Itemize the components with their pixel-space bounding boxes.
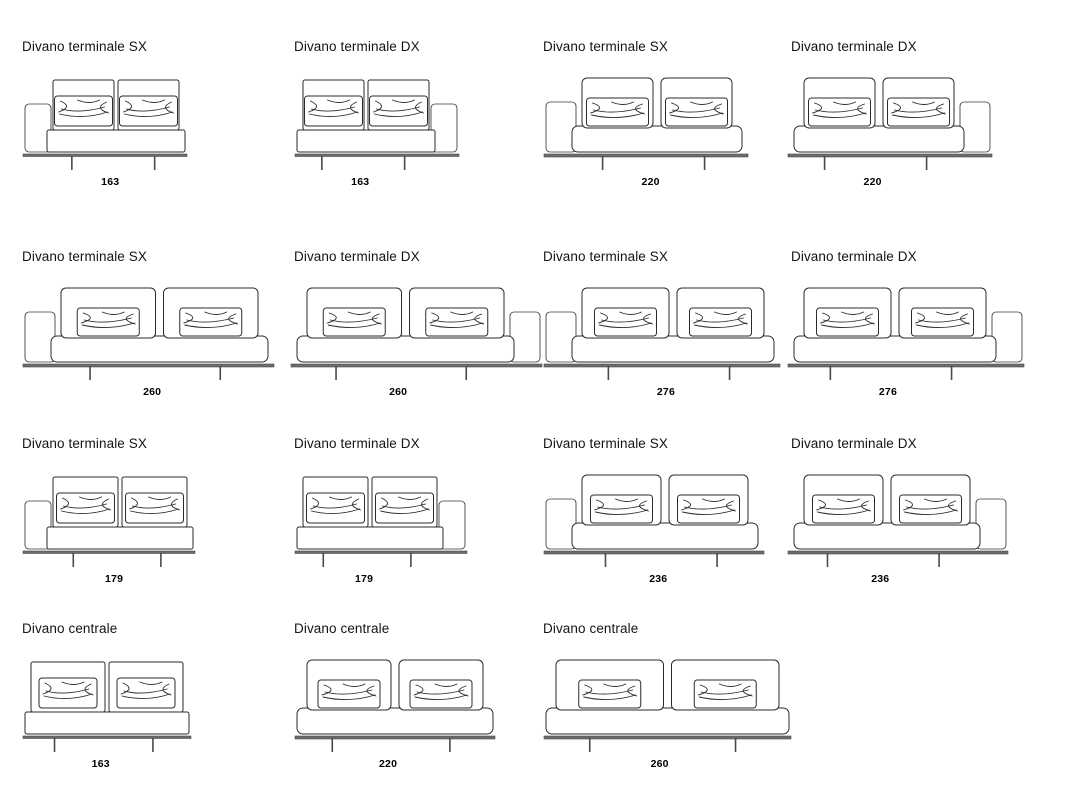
sofa-module-card: Divano terminale DX 236 — [787, 436, 1009, 585]
sofa-elevation-drawing — [294, 68, 460, 180]
sofa-module-card: Divano terminale SX 260 — [22, 249, 275, 398]
sofa-module-card: Divano terminale DX 260 — [290, 249, 543, 398]
dimension-label: 236 — [649, 573, 668, 585]
module-title: Divano centrale — [22, 621, 118, 636]
sofa-elevation-drawing — [543, 650, 792, 762]
module-title: Divano terminale SX — [22, 39, 147, 54]
dimension-label: 163 — [91, 758, 110, 770]
module-title: Divano terminale DX — [791, 249, 917, 264]
sofa-module-card: Divano terminale SX 276 — [543, 249, 781, 398]
sofa-module-card: Divano centrale 220 — [294, 621, 496, 770]
dimension-label: 163 — [101, 176, 120, 188]
sofa-module-card: Divano terminale SX 236 — [543, 436, 765, 585]
module-title: Divano centrale — [294, 621, 390, 636]
sofa-module-card: Divano terminale SX 220 — [543, 39, 749, 188]
dimension-label: 220 — [641, 176, 660, 188]
sofa-elevation-drawing — [543, 68, 749, 180]
sofa-elevation-drawing — [787, 278, 1025, 390]
dimension-label: 276 — [656, 386, 676, 398]
dimension-label: 220 — [863, 176, 882, 188]
module-title: Divano terminale DX — [294, 39, 420, 54]
sofa-module-card: Divano terminale DX 163 — [294, 39, 460, 188]
dimension-label: 179 — [105, 573, 124, 585]
dimension-label: 163 — [351, 176, 370, 188]
sofa-elevation-drawing — [787, 465, 1009, 577]
module-title: Divano terminale SX — [22, 249, 147, 264]
sofa-elevation-drawing — [22, 68, 188, 180]
sofa-module-card: Divano centrale 260 — [543, 621, 792, 770]
module-title: Divano centrale — [543, 621, 639, 636]
sofa-elevation-drawing — [22, 278, 275, 390]
module-title: Divano terminale SX — [543, 436, 668, 451]
sofa-elevation-drawing — [543, 278, 781, 390]
sofa-elevation-drawing — [294, 650, 496, 762]
module-title: Divano terminale SX — [22, 436, 147, 451]
dimension-label: 260 — [650, 758, 669, 770]
sofa-elevation-drawing — [290, 278, 543, 390]
sofa-elevation-drawing — [22, 650, 192, 762]
module-title: Divano terminale DX — [791, 436, 917, 451]
dimension-label: 220 — [379, 758, 398, 770]
sofa-elevation-drawing — [294, 465, 468, 577]
module-title: Divano terminale DX — [791, 39, 917, 54]
sofa-module-card: Divano terminale DX 220 — [787, 39, 993, 188]
module-title: Divano terminale SX — [543, 39, 668, 54]
dimension-label: 276 — [878, 386, 898, 398]
sofa-module-card: Divano terminale DX 276 — [787, 249, 1025, 398]
sofa-elevation-drawing — [543, 465, 765, 577]
sofa-elevation-drawing — [22, 465, 196, 577]
dimension-label: 260 — [143, 386, 162, 398]
sofa-elevation-drawing — [787, 68, 993, 180]
sofa-module-card: Divano terminale SX 163 — [22, 39, 188, 188]
sofa-module-card: Divano terminale DX 179 — [294, 436, 468, 585]
module-title: Divano terminale SX — [543, 249, 668, 264]
dimension-label: 236 — [871, 573, 890, 585]
dimension-label: 260 — [389, 386, 408, 398]
module-title: Divano terminale DX — [294, 249, 420, 264]
sofa-module-card: Divano terminale SX 179 — [22, 436, 196, 585]
sofa-module-card: Divano centrale 163 — [22, 621, 192, 770]
module-title: Divano terminale DX — [294, 436, 420, 451]
dimension-label: 179 — [355, 573, 374, 585]
